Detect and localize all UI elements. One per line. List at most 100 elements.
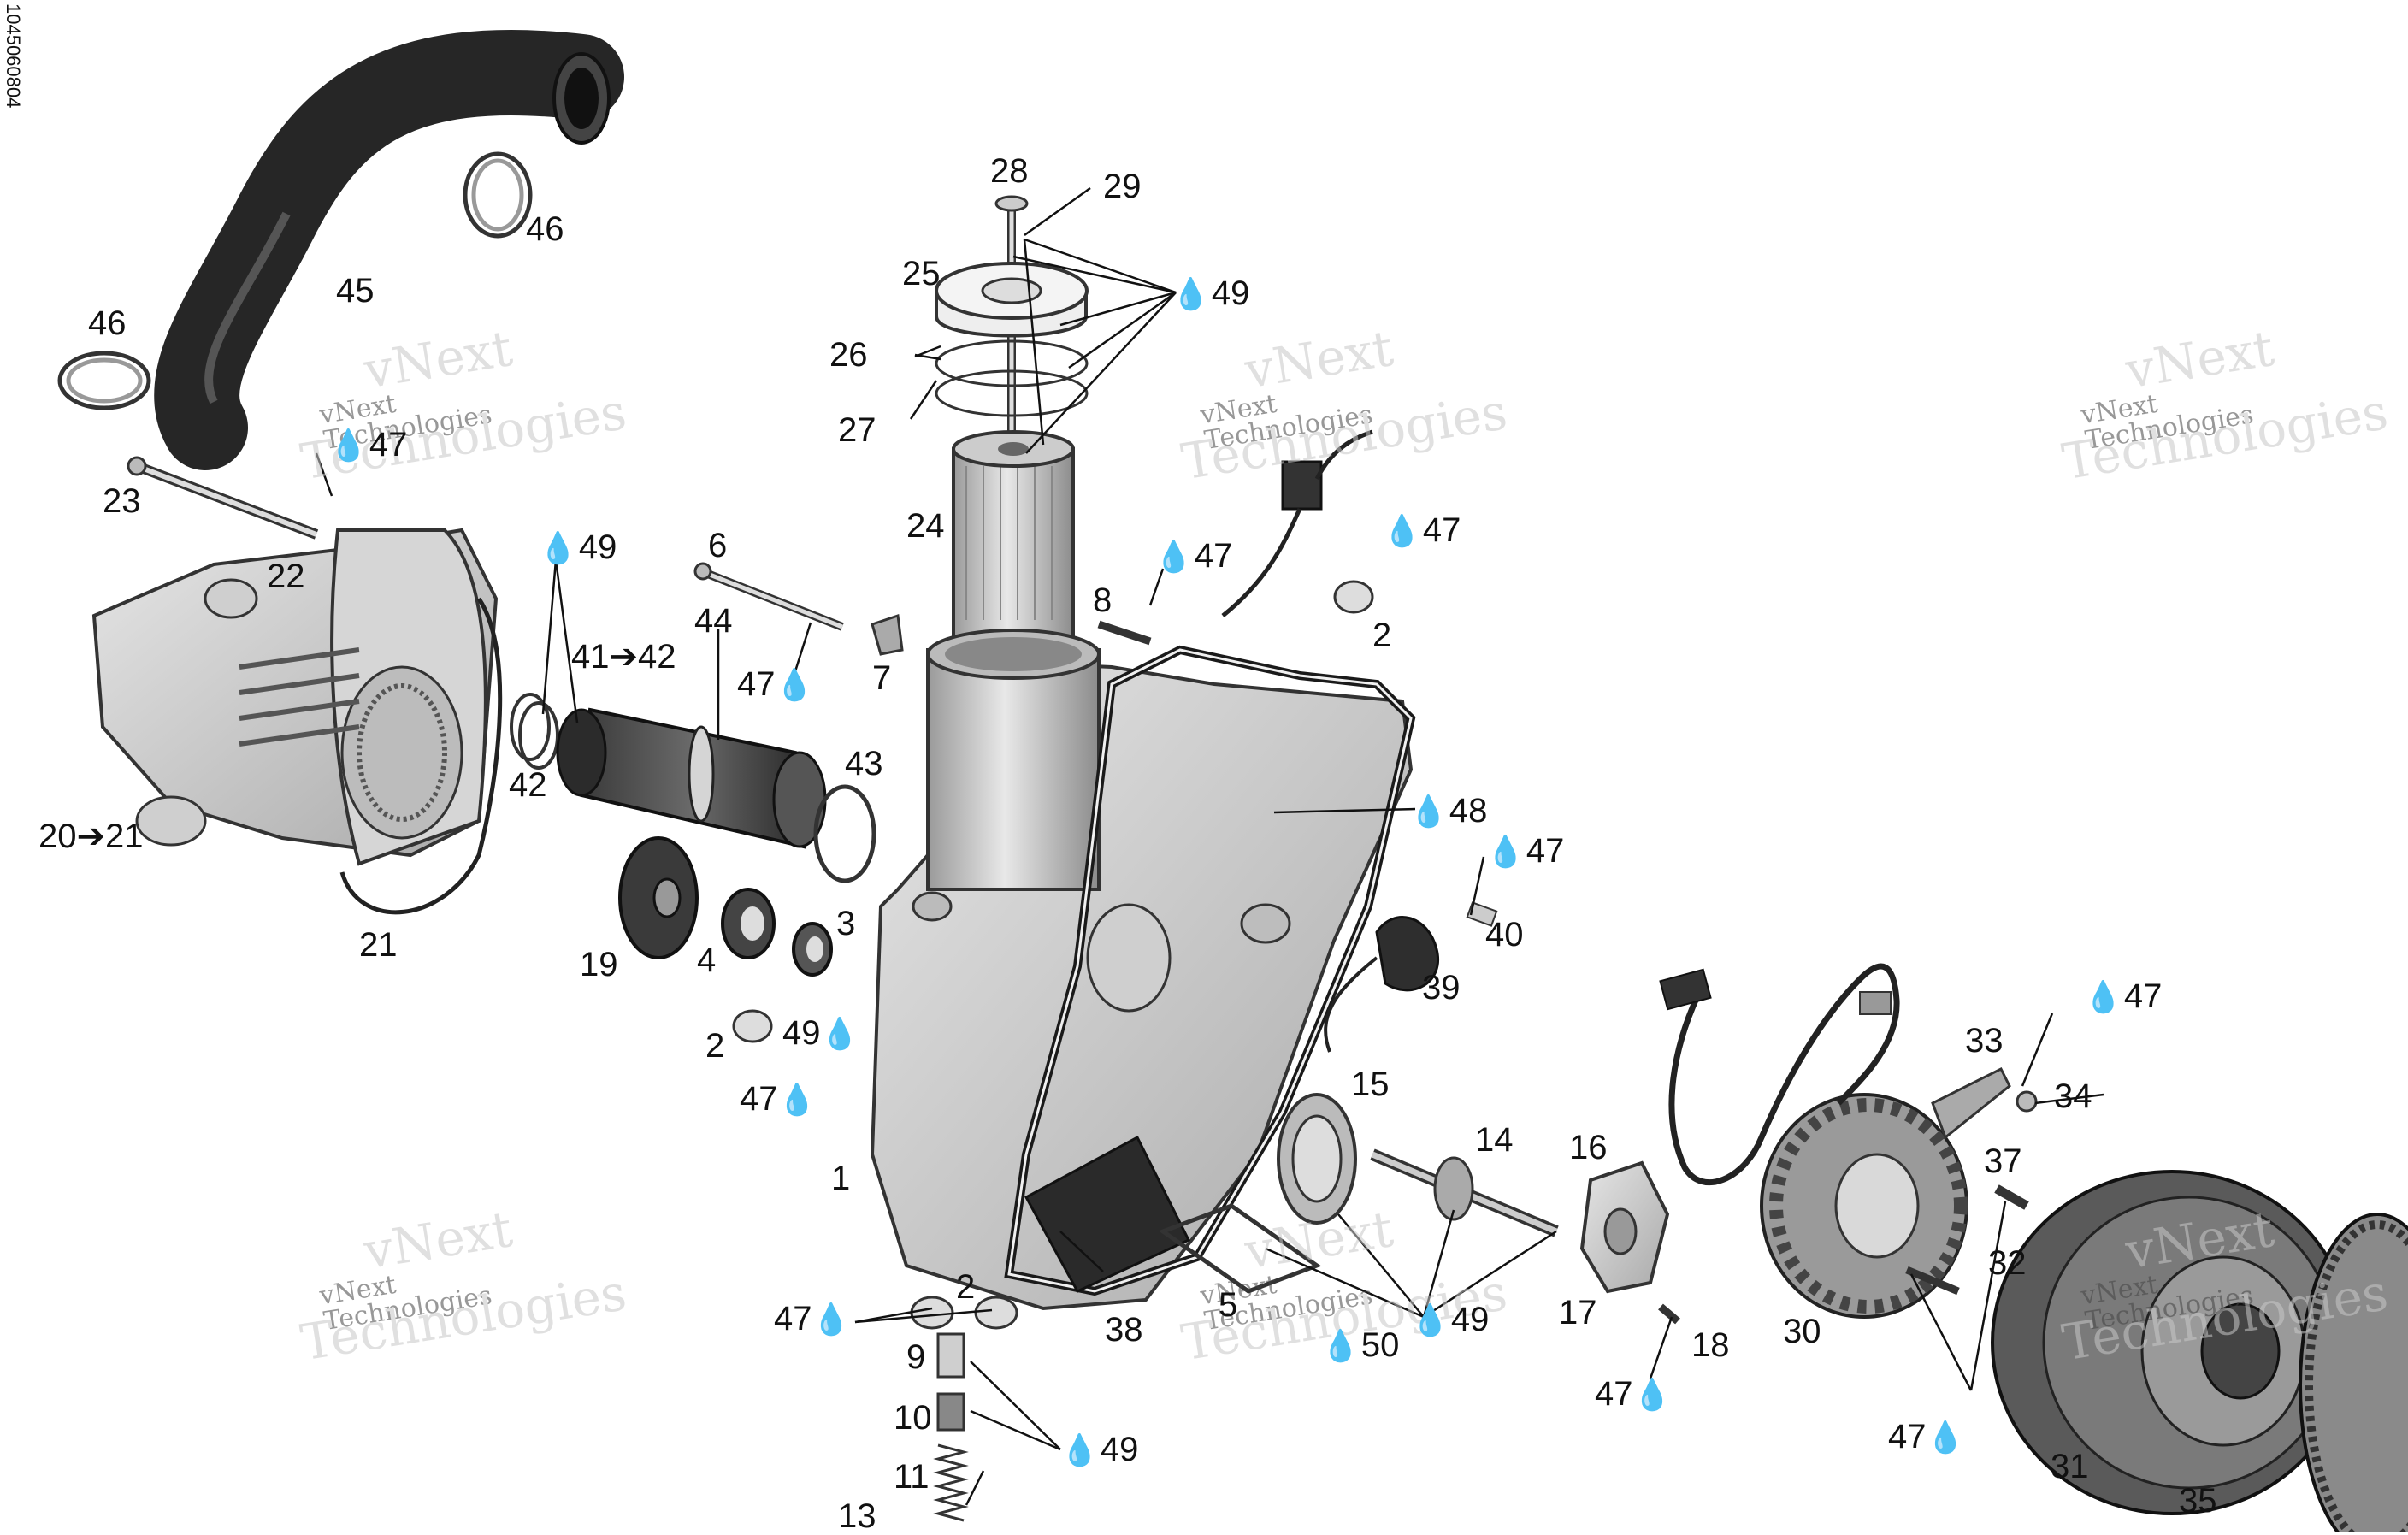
lubricant-label: 47💧 (774, 1300, 851, 1337)
oil-drop-icon: 💧 (812, 1302, 851, 1337)
part-label: 13 (838, 1497, 876, 1535)
leader-lines (315, 186, 2104, 1506)
clip-7-part (871, 613, 904, 656)
part-label: 35 (2179, 1482, 2217, 1520)
part-label: 45 (336, 272, 375, 310)
part-label: 43 (845, 745, 883, 782)
engine-cover-part (870, 629, 1416, 1311)
part-label: 25 (902, 255, 941, 292)
part-label: 2 (1372, 617, 1392, 654)
part-label: 7 (872, 659, 892, 697)
part-label: 46 (88, 304, 127, 342)
part-label: 10 (894, 1399, 932, 1437)
part-label: 32 (1988, 1244, 2027, 1282)
lubricant-label: 49💧 (782, 1014, 859, 1052)
valve-spring-part (933, 1332, 969, 1522)
part-label: 1 (831, 1160, 851, 1197)
oil-drop-icon: 💧 (820, 1016, 859, 1051)
part-label: 19 (580, 946, 618, 983)
plugs-bottom-part (910, 1296, 1018, 1330)
water-pump-housing-part (91, 528, 503, 915)
diagram-code: 1045060804 (3, 3, 24, 109)
part-label: 33 (1965, 1022, 2004, 1060)
oil-drop-icon: 💧 (1632, 1377, 1672, 1412)
part-label: 2 (956, 1268, 976, 1306)
part-label: 41➔42 (571, 638, 676, 676)
flywheel-part (1991, 1170, 2408, 1532)
oil-drop-icon: 💧 (1172, 276, 1210, 311)
part-label: 44 (694, 602, 733, 640)
lubricant-label: 47💧 (737, 665, 814, 703)
part-label: 38 (1105, 1311, 1143, 1349)
oil-drop-icon: 💧 (1383, 513, 1421, 548)
lubricant-label: 💧47 (329, 426, 408, 463)
part-label: 20➔21 (38, 818, 144, 855)
o-ring-part (510, 693, 559, 770)
hose-clamp-part (57, 151, 533, 410)
oil-filter-cap-part (935, 195, 1089, 462)
oil-drop-icon: 💧 (329, 428, 368, 463)
oil-drop-icon: 💧 (2084, 979, 2122, 1014)
part-label: 42 (509, 766, 547, 804)
part-label: 18 (1691, 1326, 1730, 1364)
part-label: 24 (906, 507, 945, 545)
part-label: 34 (2054, 1077, 2092, 1115)
gasket-part (1158, 1203, 1322, 1294)
oil-drop-icon: 💧 (1926, 1420, 1965, 1455)
oil-drop-icon: 💧 (1486, 834, 1525, 869)
long-bolt-part (127, 456, 319, 540)
part-label: 40 (1485, 916, 1524, 953)
oil-drop-icon: 💧 (1060, 1432, 1099, 1467)
part-label: 14 (1475, 1121, 1514, 1159)
part-label: 22 (267, 558, 305, 595)
part-label: 28 (990, 152, 1029, 190)
part-label: 30 (1783, 1313, 1821, 1350)
part-label: 29 (1103, 168, 1142, 205)
lubricant-label: 💧47 (1486, 832, 1565, 870)
impeller-part (618, 836, 699, 959)
part-label: 16 (1569, 1129, 1608, 1166)
oil-drop-icon: 💧 (775, 667, 814, 702)
lubricant-label: 47💧 (1595, 1375, 1672, 1413)
lubricant-label: 💧48 (1409, 792, 1488, 829)
lubricant-label: 💧47 (1383, 511, 1461, 549)
part-label: 17 (1559, 1294, 1597, 1331)
plug-part (732, 1009, 773, 1043)
part-label: 5 (1219, 1286, 1238, 1324)
part-label: 21 (359, 926, 398, 964)
lubricant-label: 💧47 (2084, 977, 2163, 1015)
lubricant-label: 💧49 (539, 528, 617, 566)
part-label: 23 (103, 482, 141, 520)
part-label: 31 (2051, 1448, 2089, 1485)
bearing-part (721, 888, 833, 977)
part-label: 4 (697, 942, 717, 979)
pump-cover-part (1579, 1160, 1680, 1325)
oil-drop-icon: 💧 (1154, 539, 1193, 574)
oil-pump-rotor-part (1277, 1093, 1559, 1237)
part-label: 27 (838, 411, 876, 449)
lubricant-label: 💧47 (1154, 537, 1233, 575)
part-label: 39 (1422, 969, 1461, 1007)
part-label: 3 (836, 905, 856, 942)
lubricant-label: 47💧 (740, 1080, 817, 1118)
hose-clamp-43-part (813, 784, 876, 883)
bolt-6-part (693, 562, 844, 631)
oil-drop-icon: 💧 (1409, 794, 1448, 829)
coolant-hose-part (154, 29, 624, 470)
part-label: 9 (906, 1338, 926, 1376)
lubricant-label: 47💧 (1888, 1418, 1965, 1455)
part-label: 11 (894, 1458, 930, 1496)
oil-drop-icon: 💧 (777, 1082, 817, 1117)
coupling-tube-part (556, 707, 827, 849)
bracket-bolts-part (1905, 1066, 2038, 1296)
part-label: 8 (1093, 582, 1113, 619)
oil-drop-icon: 💧 (539, 530, 577, 565)
part-label: 46 (526, 210, 564, 248)
part-label: 26 (829, 336, 868, 374)
part-label: 6 (708, 527, 728, 564)
lubricant-label: 💧49 (1060, 1431, 1139, 1468)
part-label: 37 (1984, 1142, 2022, 1180)
lubricant-label: 💧49 (1172, 275, 1250, 312)
